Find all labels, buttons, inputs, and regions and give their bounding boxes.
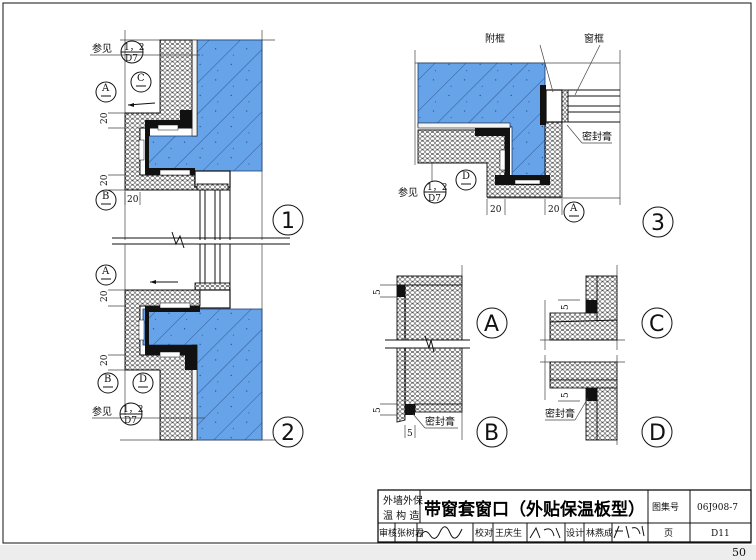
sheet-border	[2, 2, 752, 544]
bubble-A: A	[101, 266, 110, 277]
detail-label-B: B	[484, 421, 499, 446]
detail-A-B: 5 5 5 密封膏 A B	[373, 265, 508, 448]
category-line-1: 外墙外保	[383, 494, 423, 507]
break-line	[112, 231, 290, 249]
checker-name: 王庆生	[495, 527, 522, 539]
dim-20: 20	[100, 174, 110, 186]
bubble-C: C	[137, 73, 145, 84]
page-code: D11	[711, 529, 730, 539]
ref-bottom: D7	[125, 54, 138, 64]
dim-20: 20	[490, 205, 502, 215]
detail-D: 5 密封膏 D	[540, 355, 673, 448]
page-number: 50	[732, 546, 746, 559]
bottom-strip	[0, 545, 756, 560]
dim-5: 5	[407, 429, 413, 439]
dim-20: 20	[100, 112, 110, 124]
bubble-D: D	[462, 171, 470, 182]
ref-top: 1，2	[123, 405, 143, 415]
dim-20: 20	[100, 290, 110, 302]
bubble-B: B	[104, 374, 111, 385]
dim-5: 5	[373, 289, 383, 295]
section-number-3: 3	[651, 211, 665, 236]
ref-top: 1，2	[124, 43, 144, 53]
category-line-2: 温 构 造	[383, 509, 419, 522]
see-label: 参见	[92, 42, 112, 55]
dim-5: 5	[561, 304, 571, 310]
dim-20: 20	[548, 205, 560, 215]
label-sealant: 密封膏	[582, 130, 612, 143]
detail-label-A: A	[484, 312, 499, 337]
drawing-title: 带窗套窗口（外贴保温板型）	[424, 499, 645, 520]
see-label: 参见	[398, 186, 418, 199]
reviewer-name: 张树君	[397, 527, 424, 539]
title-block: 外墙外保 温 构 造 带窗套窗口（外贴保温板型） 图集号 06J908-7 审核…	[377, 489, 752, 543]
bubble-A: A	[101, 83, 110, 94]
bubble-D: D	[139, 374, 147, 385]
page-label: 页	[664, 528, 673, 539]
section-number-1: 1	[281, 209, 295, 234]
designer-name: 林燕成	[586, 527, 613, 539]
detail-label-D: D	[649, 421, 666, 446]
checker-signature	[529, 526, 561, 539]
label-sub-frame: 附框	[485, 32, 505, 45]
ref-bottom: D7	[428, 194, 441, 204]
ref-bottom: D7	[124, 416, 137, 426]
atlas-number: 06J908-7	[697, 503, 738, 513]
section-3: 附框 窗框 密封膏 参见 1，2 D7 D 20 20 A 3	[398, 32, 674, 238]
label-sealant: 密封膏	[545, 407, 575, 420]
label-sealant: 密封膏	[425, 415, 455, 428]
dim-20: 20	[100, 354, 110, 366]
review-label: 审核	[379, 527, 397, 539]
designer-signature	[613, 525, 645, 539]
label-window-frame: 窗框	[584, 32, 604, 45]
design-label: 设计	[566, 527, 584, 539]
detail-label-C: C	[649, 312, 664, 337]
detail-C: 5 C	[540, 265, 673, 350]
dim-5: 5	[373, 407, 383, 413]
bubble-A: A	[569, 203, 578, 214]
bubble-B: B	[102, 191, 109, 202]
section-number-2: 2	[281, 421, 295, 446]
check-label: 校对	[475, 527, 493, 539]
section-1: 20 20 20 参见 1，2 D7 A C B 1	[90, 30, 304, 240]
dim-20: 20	[127, 195, 139, 205]
reviewer-signature	[419, 526, 463, 539]
atlas-label: 图集号	[652, 501, 679, 513]
section-2: 20 20 A B D 参见 1，2 D7 2	[92, 244, 304, 448]
ref-top: 1，2	[427, 183, 447, 193]
dim-5: 5	[561, 392, 571, 398]
see-label: 参见	[92, 405, 112, 418]
